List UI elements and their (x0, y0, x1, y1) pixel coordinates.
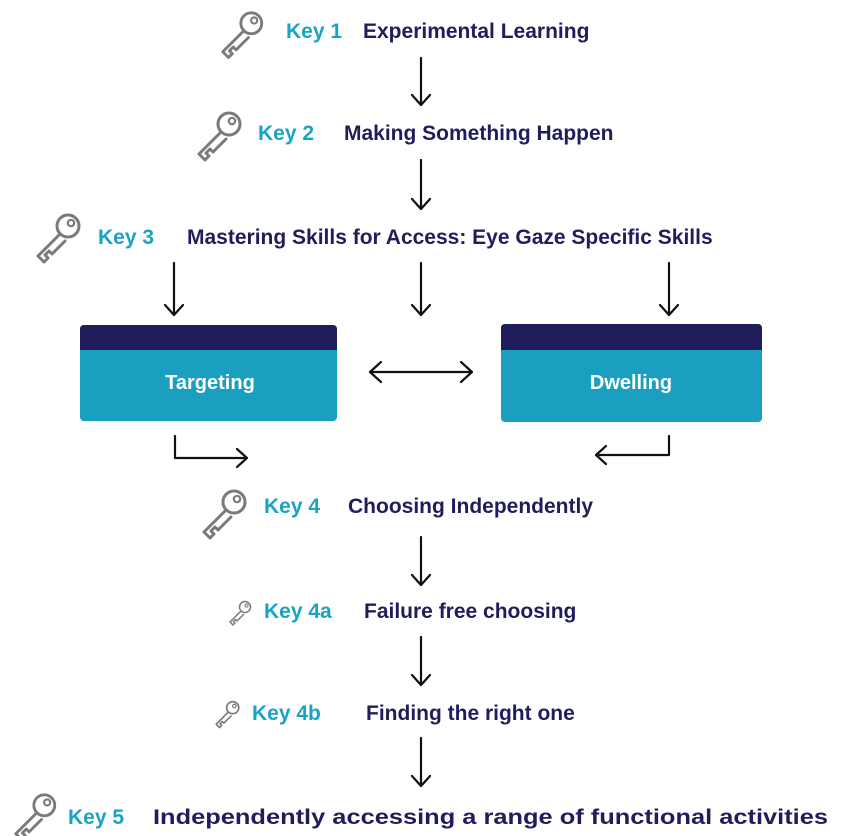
key1-text: Experimental Learning (363, 20, 589, 43)
key3-label: Key 3 (98, 226, 154, 249)
arrow-key4-key4a (410, 535, 432, 587)
step-key4: Key 4 Choosing Independently (202, 489, 593, 540)
step-key4b: Key 4b Finding the right one (215, 700, 575, 729)
arrow-key2-key3 (410, 158, 432, 211)
key4a-label: Key 4a (264, 600, 332, 623)
key4-text: Choosing Independently (348, 495, 593, 518)
arrow-dwelling-key4 (594, 434, 671, 466)
key-icon (229, 600, 252, 626)
dwelling-box: Dwelling (501, 324, 762, 422)
step-key1: Key 1 Experimental Learning (221, 11, 589, 59)
key4-label: Key 4 (264, 495, 320, 518)
arrow-key4b-key5 (410, 736, 432, 788)
key4b-text: Finding the right one (366, 702, 575, 725)
key-icon (36, 213, 81, 264)
key-icon (14, 793, 57, 836)
key-icon (215, 700, 240, 729)
key5-label: Key 5 (68, 806, 124, 829)
key1-label: Key 1 (286, 20, 342, 43)
key-icon (221, 11, 264, 59)
targeting-box: Targeting (80, 325, 337, 421)
key3-text: Mastering Skills for Access: Eye Gaze Sp… (187, 226, 713, 249)
targeting-label: Targeting (165, 372, 255, 394)
dwelling-label: Dwelling (590, 372, 672, 394)
step-key3: Key 3 Mastering Skills for Access: Eye G… (36, 213, 713, 264)
arrow-key4a-key4b (410, 635, 432, 687)
key-icon (202, 489, 247, 540)
double-arrow (368, 360, 474, 384)
arrow-key3-center (410, 261, 432, 317)
arrow-key3-targeting (163, 261, 185, 317)
step-key5: Key 5 Independently accessing a range of… (14, 793, 828, 836)
step-key4a: Key 4a Failure free choosing (229, 600, 576, 626)
key2-label: Key 2 (258, 122, 314, 145)
key-icon (197, 111, 242, 162)
key5-text: Independently accessing a range of funct… (153, 806, 828, 829)
key4b-label: Key 4b (252, 702, 321, 725)
key4a-text: Failure free choosing (364, 600, 576, 623)
arrow-key1-key2 (410, 56, 432, 107)
arrow-targeting-key4 (173, 434, 249, 469)
step-key2: Key 2 Making Something Happen (197, 111, 614, 162)
key2-text: Making Something Happen (344, 122, 614, 145)
arrow-key3-dwelling (658, 261, 680, 317)
